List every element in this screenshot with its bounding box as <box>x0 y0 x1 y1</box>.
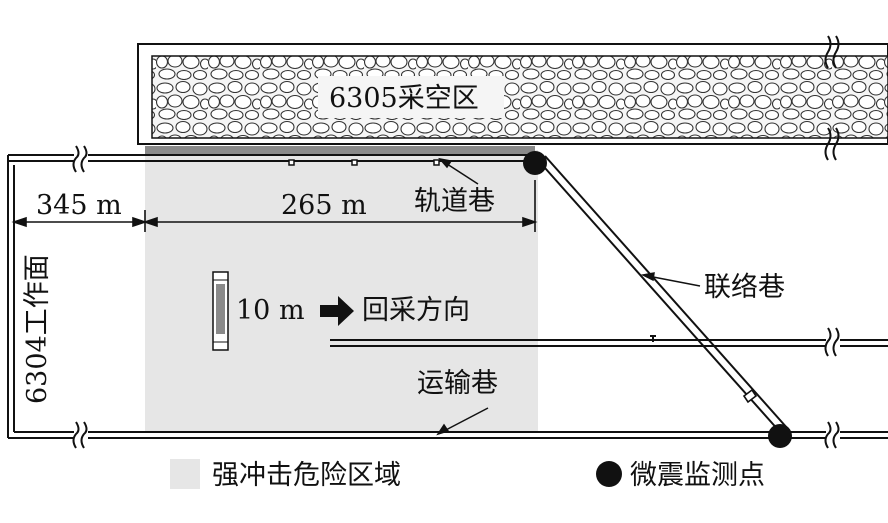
track-roadway-notches <box>288 159 440 166</box>
connection-roadway-marker <box>742 388 758 404</box>
transport-roadway-break-mark <box>72 421 840 449</box>
goaf-break-mark <box>824 35 840 161</box>
legend-monitor-label: 微震监测点 <box>630 460 765 491</box>
track-roadway-break-mark <box>72 145 88 173</box>
monitor-point <box>523 151 547 175</box>
dimension-left-label: 345 m <box>36 190 122 221</box>
workface-boundary <box>7 161 15 438</box>
dimension-lines <box>11 180 538 232</box>
transport-roadway <box>8 431 888 439</box>
transport-roadway-label: 运输巷 <box>417 368 498 399</box>
workface-label: 6304工作面 <box>22 254 53 404</box>
middle-roadway-break-mark <box>824 327 840 357</box>
workface-support <box>212 271 229 351</box>
middle-roadway <box>330 335 888 347</box>
legend-monitor-icon <box>596 461 622 487</box>
workface-width-label: 10 m <box>236 295 305 326</box>
track-roadway-leader <box>438 157 479 185</box>
goaf-block <box>137 43 888 145</box>
mining-direction-arrow-icon <box>320 296 354 326</box>
dimension-right-label: 265 m <box>281 190 367 221</box>
goaf-label: 6305采空区 <box>329 83 479 114</box>
connection-roadway <box>536 155 789 433</box>
connection-roadway-leader <box>640 272 701 287</box>
legend-hazard-swatch <box>170 459 200 489</box>
transport-roadway-leader <box>436 407 489 436</box>
monitor-point <box>768 424 792 448</box>
connection-roadway-label: 联络巷 <box>704 272 785 303</box>
legend-hazard-label: 强冲击危险区域 <box>212 460 401 491</box>
hazard-zone <box>145 150 538 433</box>
track-roadway-label: 轨道巷 <box>414 186 495 217</box>
mining-direction-label: 回采方向 <box>362 295 470 326</box>
coal-pillar-strip <box>145 146 535 155</box>
